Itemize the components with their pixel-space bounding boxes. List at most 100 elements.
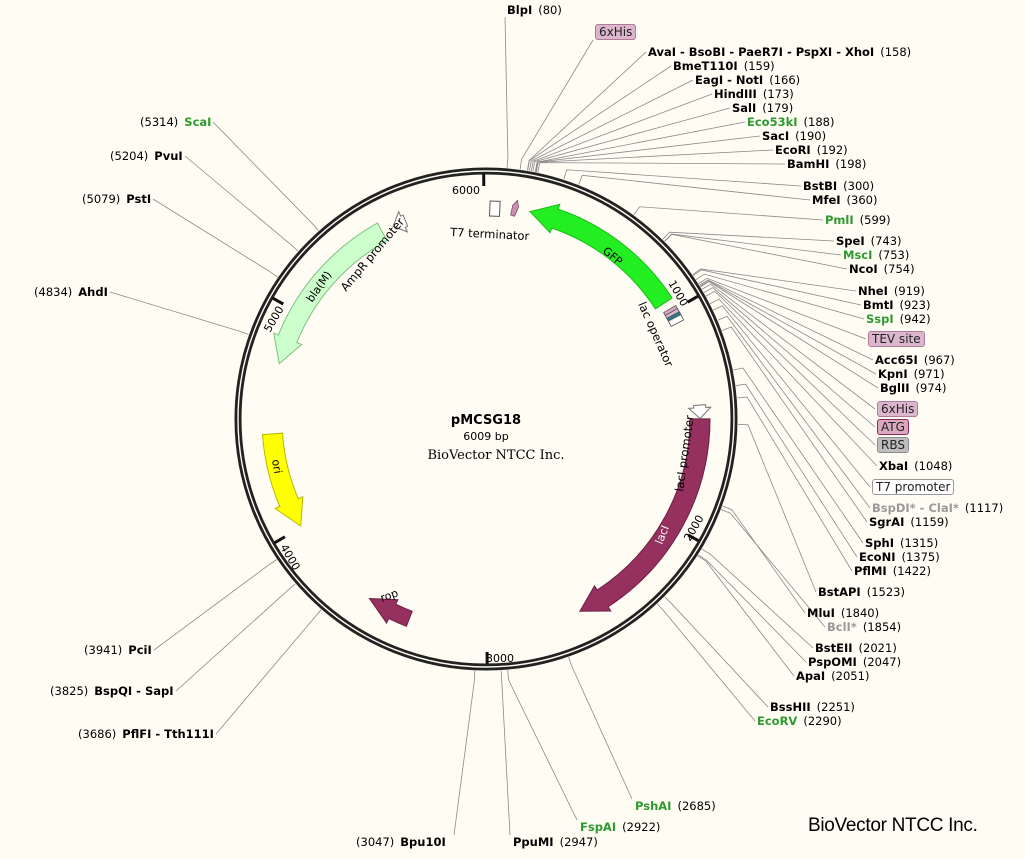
site-label-pmli[interactable]: PmlI599 — [825, 213, 891, 227]
site-label-pflmi[interactable]: PflMI1422 — [854, 564, 931, 578]
site-label-avai-xhoi[interactable]: AvaI - BsoBI - PaeR7I - PspXI - XhoI158 — [648, 45, 911, 59]
site-label-bpu10i[interactable]: 3047 Bpu10I — [356, 835, 446, 849]
lac-operator-mark[interactable] — [667, 314, 685, 327]
site-label-fspai[interactable]: FspAI2922 — [580, 820, 660, 834]
site-name: SacI — [762, 129, 790, 143]
site-name: SalI — [732, 101, 757, 115]
site-label-ncoi[interactable]: NcoI754 — [849, 262, 915, 276]
site-label-acc65i[interactable]: Acc65I967 — [875, 353, 955, 367]
site-label-saci[interactable]: SacI190 — [762, 129, 826, 143]
site-position: 3825 — [50, 684, 88, 698]
site-label-blpi[interactable]: BlpI80 — [507, 3, 562, 17]
site-label-bspdi-clai[interactable]: BspDI* - ClaI*1117 — [872, 501, 1003, 515]
site-position: 5314 — [140, 115, 178, 129]
leader-line — [692, 268, 857, 292]
site-label-bsteii[interactable]: BstEII 2021 — [815, 641, 897, 655]
site-label-bglii[interactable]: BglII974 — [880, 381, 946, 395]
leader-line — [664, 596, 769, 708]
leader-line — [519, 39, 594, 170]
site-position: 942 — [900, 312, 931, 326]
site-label-pspomi[interactable]: PspOMI2047 — [808, 655, 901, 669]
feature-gfp-arrow[interactable] — [529, 203, 673, 310]
leader-line — [535, 135, 761, 173]
feature-laci-arrow[interactable] — [579, 418, 711, 612]
site-position: 173 — [763, 87, 794, 101]
site-name: HindIII — [714, 87, 757, 101]
site-label-ahdi[interactable]: 4834AhdI — [34, 285, 108, 299]
feature-laci-promoter-arrow[interactable] — [687, 404, 712, 420]
site-label-econi[interactable]: EcoNI1375 — [859, 550, 940, 564]
site-label-sgrai[interactable]: SgrAI1159 — [869, 515, 949, 529]
site-label-sspi[interactable]: SspI942 — [866, 312, 931, 326]
feature-ori-arrow[interactable] — [261, 432, 304, 527]
site-name: BstAPI — [818, 585, 861, 599]
site-name: PshAI — [635, 799, 672, 813]
site-position: 754 — [884, 262, 915, 276]
site-label-ecori[interactable]: EcoRI192 — [775, 143, 848, 157]
site-label-ppumi[interactable]: PpuMI2947 — [513, 835, 598, 849]
site-label-msci[interactable]: MscI753 — [843, 248, 909, 262]
site-position: 1422 — [893, 564, 931, 578]
site-label-mfei[interactable]: MfeI360 — [812, 193, 877, 207]
feature-box-6xhis[interactable]: 6xHis — [877, 401, 919, 417]
leader-line — [453, 670, 476, 836]
site-position: 1375 — [901, 550, 939, 564]
site-label-pflfi-tth111i[interactable]: 3686PflFI - Tth111I — [78, 727, 214, 741]
feature-box-tev-site[interactable]: TEV site — [868, 331, 925, 347]
site-label-bamhi[interactable]: BamHI198 — [787, 157, 866, 171]
leader-line — [695, 273, 865, 320]
site-label-pshai[interactable]: PshAI2685 — [635, 799, 716, 813]
leader-line — [662, 231, 835, 242]
site-name: XbaI — [879, 459, 909, 473]
leader-line — [717, 315, 871, 509]
feature-bla-m-arrow[interactable] — [273, 222, 388, 365]
site-label-bspqi-sapi[interactable]: 3825BspQI - SapI — [50, 684, 174, 698]
site-label-kpni[interactable]: KpnI971 — [878, 367, 945, 381]
site-name: EagI - NotI — [695, 73, 764, 87]
site-label-bmti[interactable]: BmtI923 — [863, 298, 930, 312]
leader-line — [713, 305, 871, 488]
site-label-xbai[interactable]: XbaI1048 — [879, 459, 952, 473]
feature-box-6xhis[interactable]: 6xHis — [595, 24, 637, 40]
site-label-spei[interactable]: SpeI743 — [836, 234, 902, 248]
site-position: 192 — [817, 143, 848, 157]
site-label-bcli[interactable]: BclI*1854 — [827, 620, 901, 634]
site-label-pvui[interactable]: 5204PvuI — [110, 149, 183, 163]
site-position: 4834 — [34, 285, 72, 299]
site-label-bstbi[interactable]: BstBI300 — [803, 179, 874, 193]
site-label-bstapi[interactable]: BstAPI1523 — [818, 585, 905, 599]
site-label-apai[interactable]: ApaI2051 — [796, 669, 869, 683]
site-label-psti[interactable]: 5079PstI — [82, 192, 151, 206]
site-label-nhei[interactable]: NheI919 — [858, 284, 925, 298]
site-label-pcii[interactable]: 3941PciI — [84, 643, 152, 657]
feature-ampr-promoter-arrow[interactable] — [392, 210, 409, 233]
feature-t7-terminator-box[interactable] — [488, 200, 501, 217]
leader-line — [152, 198, 279, 278]
site-label-eco53ki[interactable]: Eco53kI188 — [747, 115, 834, 129]
site-label-hindiii[interactable]: HindIII 173 — [714, 87, 794, 101]
features — [261, 199, 712, 627]
6xhis-feature-mark[interactable] — [510, 199, 521, 217]
feature-box-rbs[interactable]: RBS — [877, 437, 909, 453]
feature-rop-arrow[interactable] — [368, 597, 413, 627]
site-label-scai[interactable]: 5314ScaI — [140, 115, 211, 129]
leader-line — [175, 583, 296, 692]
site-label-ecorv[interactable]: EcoRV2290 — [757, 714, 842, 728]
site-label-sali[interactable]: SalI179 — [732, 101, 793, 115]
site-label-eagi-noti[interactable]: EagI - NotI166 — [695, 73, 800, 87]
site-label-sphi[interactable]: SphI1315 — [865, 536, 938, 550]
site-position: 2021 — [859, 641, 897, 655]
site-name: Bpu10I — [400, 835, 446, 849]
site-label-bsshii[interactable]: BssHII2251 — [770, 700, 855, 714]
site-name: BstEII — [815, 641, 853, 655]
tick-label-3000: 3000 — [486, 652, 514, 665]
leader-line — [656, 603, 756, 722]
site-name: BmtI — [863, 298, 894, 312]
feature-box-atg[interactable]: ATG — [877, 419, 909, 435]
site-label-bmet110i[interactable]: BmeT110I159 — [673, 59, 775, 73]
feature-box-t7-promoter[interactable]: T7 promoter — [872, 479, 955, 495]
site-label-mlui[interactable]: MluI1840 — [807, 606, 879, 620]
site-position: 3047 — [356, 835, 394, 849]
tick-mark — [686, 294, 699, 304]
